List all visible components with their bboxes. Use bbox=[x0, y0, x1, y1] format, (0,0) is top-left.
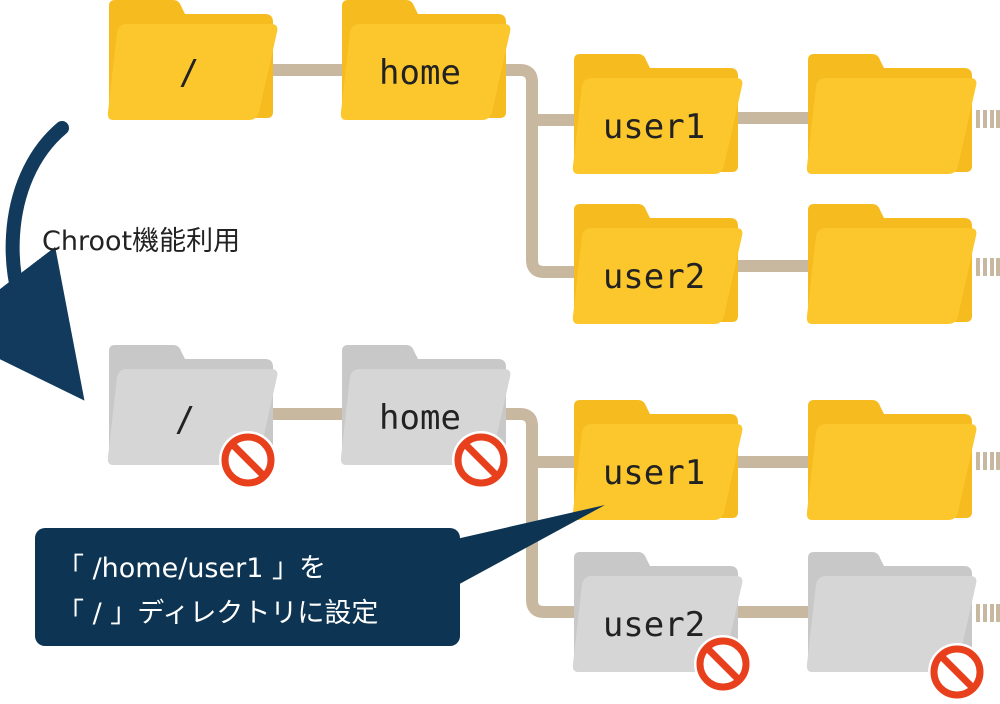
no-entry-icon bbox=[452, 431, 510, 489]
folder-label-home: home bbox=[379, 53, 461, 93]
callout-line-2: 「 / 」ディレクトリに設定 bbox=[57, 598, 378, 629]
no-entry-icon bbox=[928, 643, 986, 701]
callout-line-1: 「 /home/user1 」を bbox=[57, 553, 326, 584]
bottom-folder-user2-child bbox=[806, 552, 977, 672]
continuation-marker-user2 bbox=[976, 258, 1000, 276]
bottom-tree-continuations bbox=[976, 452, 1000, 622]
folder-label-root: / bbox=[179, 53, 199, 93]
chroot-transition-arrow bbox=[0, 121, 85, 401]
bottom-folder-user1-child bbox=[806, 400, 977, 520]
folder-label-user1-bottom: user1 bbox=[603, 453, 705, 493]
top-folder-user1: user1 bbox=[572, 54, 743, 174]
top-folder-root: / bbox=[107, 0, 278, 120]
callout-pointer bbox=[430, 505, 605, 600]
callout-box bbox=[35, 528, 460, 646]
folder-label-root-bottom: / bbox=[175, 400, 195, 440]
folder-label-home-bottom: home bbox=[379, 398, 461, 438]
top-folder-user1-child bbox=[806, 54, 977, 174]
transition-label: Chroot機能利用 bbox=[42, 226, 240, 257]
folder-label-user2: user2 bbox=[603, 257, 705, 297]
top-tree-continuations bbox=[976, 110, 1000, 276]
top-tree-connectors bbox=[256, 64, 821, 278]
folder-label-user1: user1 bbox=[603, 107, 705, 147]
top-folder-user2-child bbox=[806, 204, 977, 324]
top-folder-home: home bbox=[340, 0, 511, 120]
folder-label-user2-bottom: user2 bbox=[603, 605, 705, 645]
bottom-tree-connectors bbox=[256, 408, 821, 618]
no-entry-icon bbox=[694, 635, 752, 693]
connector-home-users bbox=[489, 64, 591, 278]
no-entry-icon bbox=[219, 431, 277, 489]
continuation-marker-user2-bottom bbox=[976, 604, 1000, 622]
chroot-callout: 「 /home/user1 」を 「 / 」ディレクトリに設定 bbox=[35, 505, 605, 646]
connector-home-users-bottom bbox=[489, 408, 591, 618]
continuation-marker-user1 bbox=[976, 110, 1000, 128]
continuation-marker-user1-bottom bbox=[976, 452, 1000, 470]
bottom-folder-user1: user1 bbox=[572, 400, 743, 520]
top-folder-user2: user2 bbox=[572, 204, 743, 324]
